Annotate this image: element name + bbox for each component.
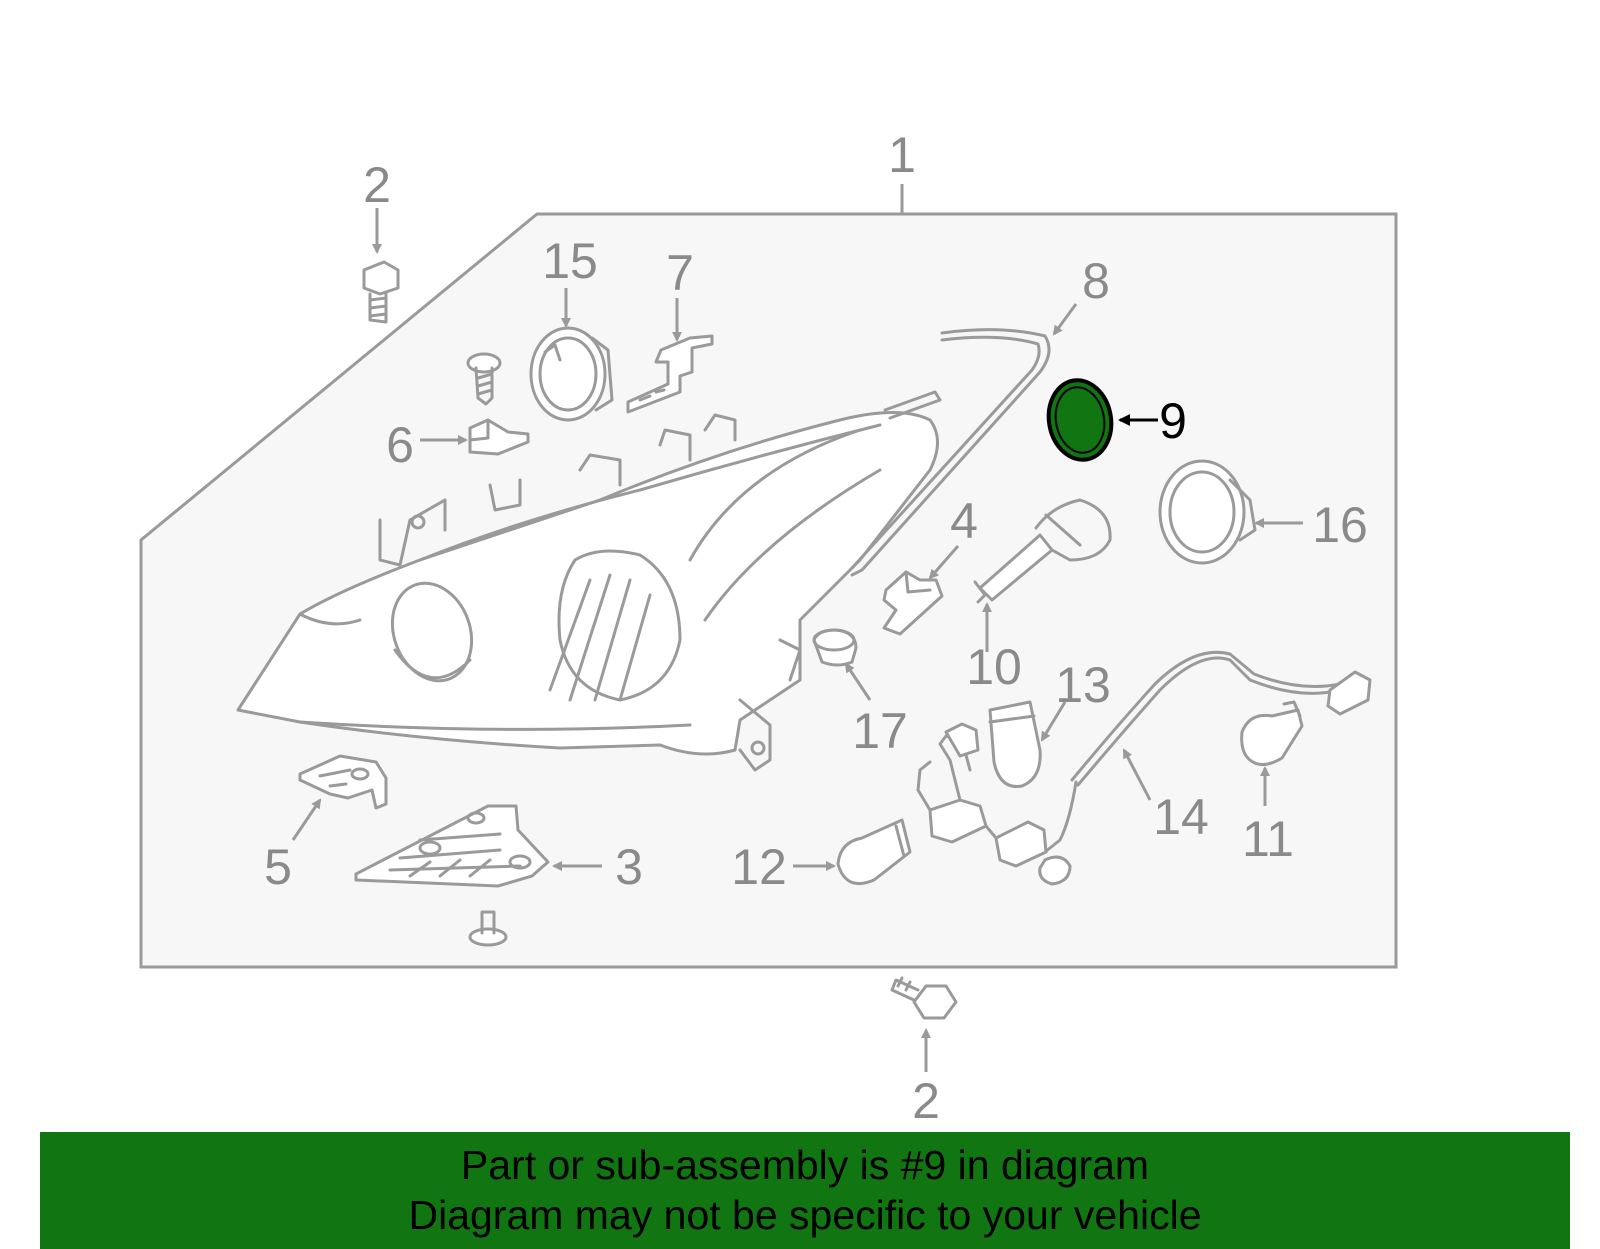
leader-lines bbox=[291, 184, 1303, 1072]
callout-1: 1 bbox=[888, 127, 916, 183]
callout-2-top: 2 bbox=[363, 157, 391, 213]
banner-line-2: Diagram may not be specific to your vehi… bbox=[408, 1192, 1202, 1238]
part-11-bulb bbox=[1240, 700, 1304, 766]
part-14-socket-harness bbox=[916, 650, 1372, 886]
part-15-retainer-ring bbox=[529, 326, 614, 422]
callout-5: 5 bbox=[264, 839, 292, 895]
callout-2-bottom: 2 bbox=[912, 1073, 940, 1129]
callout-7: 7 bbox=[666, 245, 694, 301]
banner-line-1: Part or sub-assembly is #9 in diagram bbox=[460, 1142, 1150, 1188]
callout-15: 15 bbox=[542, 233, 598, 289]
part-13-bulb bbox=[988, 700, 1042, 788]
part-4-socket-clip bbox=[882, 570, 944, 636]
callout-14: 14 bbox=[1153, 789, 1209, 845]
part-5-bracket bbox=[298, 754, 388, 810]
part-8-seal-strip bbox=[850, 328, 1051, 577]
part-17-bulb bbox=[812, 628, 858, 667]
callout-4: 4 bbox=[950, 493, 978, 549]
callout-16: 16 bbox=[1312, 497, 1368, 553]
part-16-retainer bbox=[1158, 459, 1257, 565]
callout-12: 12 bbox=[731, 839, 787, 895]
pin-clip bbox=[468, 910, 508, 947]
screw bbox=[466, 352, 502, 406]
callout-3: 3 bbox=[615, 839, 643, 895]
part-10-bulb bbox=[973, 498, 1112, 604]
callout-11: 11 bbox=[1242, 811, 1294, 867]
callout-17: 17 bbox=[852, 703, 908, 759]
part-6-clip bbox=[468, 418, 530, 456]
callout-10: 10 bbox=[966, 639, 1022, 695]
callout-8: 8 bbox=[1082, 253, 1110, 309]
part-12-bulb bbox=[836, 818, 912, 885]
part-2-bolt-top bbox=[362, 260, 400, 324]
callout-6: 6 bbox=[386, 417, 414, 473]
part-7-bracket bbox=[626, 334, 714, 414]
part-3-bracket-plate bbox=[354, 804, 550, 888]
callout-9: 9 bbox=[1159, 393, 1187, 449]
part-2-bolt-bottom bbox=[890, 976, 958, 1020]
info-banner: Part or sub-assembly is #9 in diagram Di… bbox=[40, 1132, 1570, 1249]
callout-13: 13 bbox=[1055, 657, 1111, 713]
headlamp-housing bbox=[236, 390, 942, 772]
part-9-cap-highlighted bbox=[1046, 378, 1114, 462]
